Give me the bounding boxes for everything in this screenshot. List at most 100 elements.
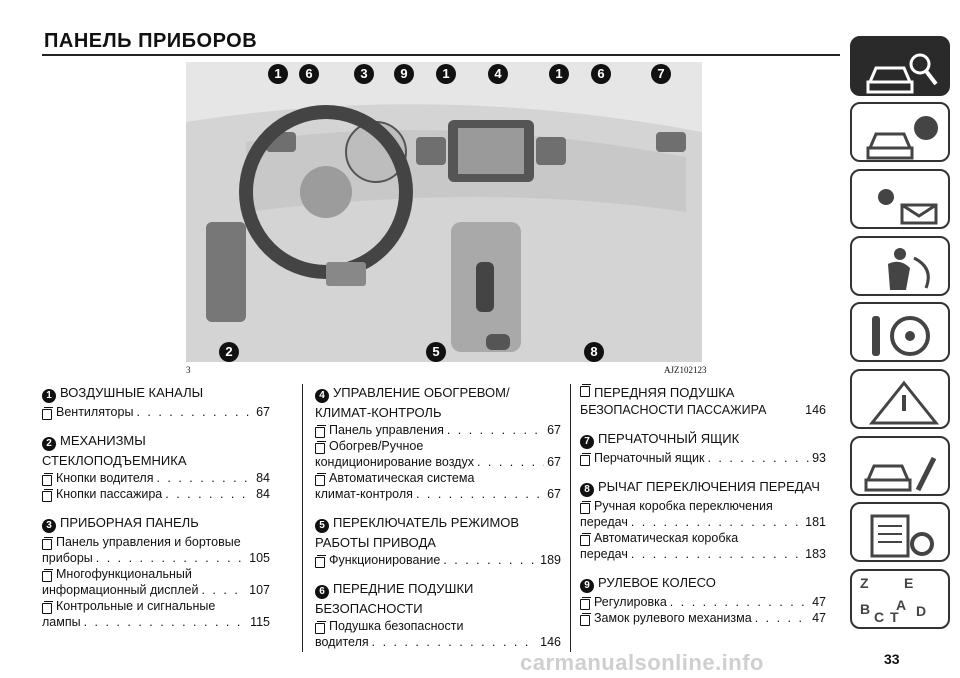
index-entry[interactable]: Автоматическая система xyxy=(315,470,561,486)
page-reference: 47 xyxy=(812,611,826,625)
index-letter: T xyxy=(890,609,899,625)
page-reference: 189 xyxy=(540,553,561,567)
figure-ref-code: AJZ102123 xyxy=(664,365,707,375)
section-title-line2: БЕЗОПАСНОСТИ xyxy=(315,601,423,616)
section-title-text: ПЕРЕДНЯЯ ПОДУШКА xyxy=(594,385,735,400)
callout-number-badge: 5 xyxy=(315,519,329,533)
leader-dots xyxy=(84,614,247,630)
section-title-text: БЕЗОПАСНОСТИ ПАССАЖИРА xyxy=(580,403,767,417)
section-title-text: МЕХАНИЗМЫ xyxy=(60,433,146,448)
page-reference: 183 xyxy=(805,547,826,561)
entry-text: передач xyxy=(580,515,628,529)
sidebar-tab[interactable] xyxy=(850,502,950,562)
callout-marker: 9 xyxy=(394,64,414,84)
index-entry-continued[interactable]: приборы105 xyxy=(42,550,270,566)
index-entry-continued[interactable]: климат-контроля67 xyxy=(315,486,561,502)
section-title: ПЕРЕДНЯЯ ПОДУШКА xyxy=(580,384,826,401)
page-reference: 67 xyxy=(547,487,561,501)
index-entry[interactable]: Подушка безопасности xyxy=(315,618,561,634)
callout-number-badge: 8 xyxy=(580,483,594,497)
entry-text: Функционирование xyxy=(329,553,441,567)
index-entry[interactable]: Замок рулевого механизма47 xyxy=(580,610,826,626)
index-entry-continued[interactable]: информационный дисплей107 xyxy=(42,582,270,598)
sidebar-tab[interactable] xyxy=(850,102,950,162)
leader-dots xyxy=(755,610,809,626)
book-icon xyxy=(580,613,591,626)
leader-dots xyxy=(707,450,809,466)
leader-dots xyxy=(670,594,809,610)
entry-text: кондиционирование воздух xyxy=(315,455,474,469)
index-entry[interactable]: Регулировка 47 xyxy=(580,594,826,610)
index-entry[interactable]: Ручная коробка переключения xyxy=(580,498,826,514)
index-entry-continued[interactable]: кондиционирование воздух 67 xyxy=(315,454,561,470)
index-entry[interactable]: Обогрев/Ручное xyxy=(315,438,561,454)
index-entry[interactable]: Панель управления67 xyxy=(315,422,561,438)
leader-dots xyxy=(165,486,253,502)
index-entry[interactable]: Вентиляторы67 xyxy=(42,404,270,420)
callout-marker: 1 xyxy=(268,64,288,84)
entry-text: Кнопки водителя xyxy=(56,471,154,485)
book-icon xyxy=(42,473,53,486)
sidebar-tab[interactable] xyxy=(850,236,950,296)
callout-marker: 1 xyxy=(436,64,456,84)
section-title-text: РЫЧАГ ПЕРЕКЛЮЧЕНИЯ ПЕРЕДАЧ xyxy=(598,479,820,494)
callout-marker: 6 xyxy=(299,64,319,84)
dashboard-drawing xyxy=(186,62,702,362)
section-title: 8 РЫЧАГ ПЕРЕКЛЮЧЕНИЯ ПЕРЕДАЧ xyxy=(580,478,826,497)
section: 8 РЫЧАГ ПЕРЕКЛЮЧЕНИЯ ПЕРЕДАЧ Ручная коробк… xyxy=(580,478,826,562)
sidebar-tab[interactable] xyxy=(850,169,950,229)
index-entry-continued[interactable]: передач181 xyxy=(580,514,826,530)
index-entry[interactable]: Контрольные и сигнальные xyxy=(42,598,270,614)
index-entry[interactable]: Многофункциональный xyxy=(42,566,270,582)
index-entry[interactable]: Кнопки водителя 84 xyxy=(42,470,270,486)
leader-dots xyxy=(201,582,246,598)
leader-dots xyxy=(443,552,537,568)
column-right: ПЕРЕДНЯЯ ПОДУШКА БЕЗОПАСНОСТИ ПАССАЖИРА 14… xyxy=(580,384,826,638)
index-entry-continued[interactable]: передач183 xyxy=(580,546,826,562)
entry-text: информационный дисплей xyxy=(42,583,199,597)
sidebar-tab[interactable] xyxy=(850,302,950,362)
callout-marker: 2 xyxy=(219,342,239,362)
callout-marker: 6 xyxy=(591,64,611,84)
entry-text: Автоматическая система xyxy=(329,471,475,485)
entry-text: Регулировка xyxy=(594,595,667,609)
book-icon xyxy=(42,601,53,614)
sidebar-tab[interactable] xyxy=(850,36,950,96)
book-icon xyxy=(315,441,326,454)
index-entry[interactable]: Перчаточный ящик93 xyxy=(580,450,826,466)
section-title-text: УПРАВЛЕНИЕ ОБОГРЕВОМ/ xyxy=(333,385,510,400)
page-number: 33 xyxy=(884,651,900,667)
section-title-text: ПРИБОРНАЯ ПАНЕЛЬ xyxy=(60,515,199,530)
entry-text: Подушка безопасности xyxy=(329,619,464,633)
section-title-line2: РАБОТЫ ПРИВОДА xyxy=(315,535,436,550)
index-entry[interactable]: Кнопки пассажира84 xyxy=(42,486,270,502)
page-reference: 67 xyxy=(547,455,561,469)
page-reference: 47 xyxy=(812,595,826,609)
book-icon xyxy=(580,533,591,546)
page-reference: 105 xyxy=(249,551,270,565)
index-entry-continued[interactable]: лампы115 xyxy=(42,614,270,630)
index-entry[interactable]: Функционирование 189 xyxy=(315,552,561,568)
sidebar-tab[interactable] xyxy=(850,369,950,429)
book-icon xyxy=(315,555,326,568)
leader-dots xyxy=(477,454,544,470)
callout-marker: 1 xyxy=(549,64,569,84)
index-entry[interactable]: Панель управления и бортовые xyxy=(42,534,270,550)
callout-marker: 3 xyxy=(354,64,374,84)
index-entry[interactable]: Автоматическая коробка xyxy=(580,530,826,546)
index-entry-continued[interactable]: водителя146 xyxy=(315,634,561,650)
page-reference: 84 xyxy=(256,471,270,485)
page-reference: 146 xyxy=(805,403,826,417)
sidebar-tab[interactable] xyxy=(850,436,950,496)
page-reference: 93 xyxy=(812,451,826,465)
book-icon xyxy=(580,453,591,466)
index-letter: A xyxy=(896,597,907,613)
